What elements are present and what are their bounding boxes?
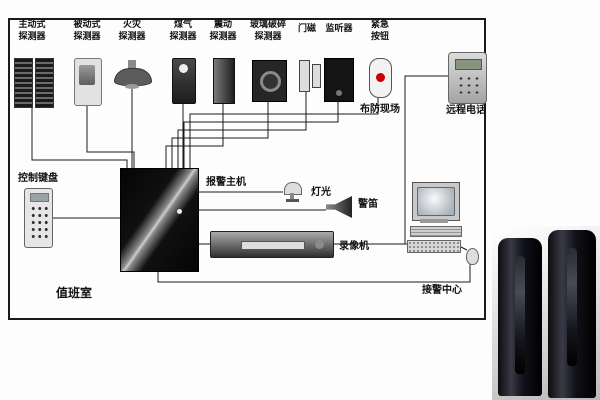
listener-icon [324, 58, 354, 102]
label-emergency-button: 紧急 按钮 [370, 20, 389, 42]
glass-break-detector-icon [252, 60, 287, 102]
computer-keyboard [407, 240, 461, 253]
door-magnet-icon [299, 60, 310, 92]
label-remote-phone: 远程电话 [446, 105, 486, 116]
keypad-screen [30, 193, 49, 202]
vibration-detector-icon [213, 58, 235, 104]
light-base [286, 199, 299, 202]
active-detector-icon [14, 58, 33, 108]
phone-keypad [455, 73, 480, 98]
host-led [177, 209, 182, 214]
label-vibration-detector: 震动 探测器 [209, 20, 237, 42]
label-alarm-host: 报警主机 [206, 177, 246, 188]
light-neck [290, 193, 294, 199]
fire-detector-icon [128, 60, 136, 69]
alarm-host-icon [120, 168, 199, 272]
computer-unit [410, 226, 462, 237]
label-door-magnet: 门磁 [297, 24, 316, 34]
beam-lens [567, 248, 577, 366]
monitor-stand [420, 219, 448, 223]
alarm-center-monitor-icon [412, 182, 460, 221]
control-keypad-icon [24, 188, 53, 248]
door-magnet-icon [312, 64, 321, 88]
beam-detector-tower [548, 230, 596, 398]
vcr-knob [315, 240, 324, 249]
duty-room-boundary [8, 18, 486, 320]
label-active-detector: 主动式 探测器 [18, 20, 46, 42]
label-control-keypad: 控制键盘 [18, 173, 58, 184]
phone-screen [455, 59, 482, 70]
remote-phone-icon [448, 52, 487, 104]
label-passive-detector: 被动式 探测器 [73, 20, 101, 42]
beam-lens [515, 256, 525, 374]
beam-detector-photo [492, 226, 600, 400]
computer-mouse-icon [466, 248, 479, 265]
keypad-keys [29, 204, 48, 242]
vcr-icon [210, 231, 334, 258]
fire-detector-base [125, 84, 139, 89]
listener-mic-dot [336, 90, 342, 96]
label-alarm-center: 接警中心 [422, 285, 462, 296]
gas-detector-icon [172, 58, 196, 104]
gas-detector-led [179, 64, 188, 73]
label-gas-detector: 煤气 探测器 [169, 20, 197, 42]
emergency-red-button [376, 73, 385, 82]
pir-window [79, 65, 95, 85]
emergency-button-icon [369, 58, 392, 98]
glass-break-ring [260, 71, 281, 92]
label-light: 灯光 [311, 187, 331, 198]
passive-detector-icon [74, 58, 102, 106]
label-glass-break-detector: 玻璃破碎 探测器 [249, 20, 286, 42]
label-armed-site: 布防现场 [360, 104, 400, 115]
active-detector-icon [35, 58, 54, 108]
vcr-slot [241, 241, 305, 250]
beam-detector-tower [498, 238, 542, 396]
label-listener: 监听器 [325, 24, 353, 34]
label-vcr: 录像机 [339, 241, 369, 252]
label-duty-room: 值班室 [55, 286, 92, 300]
label-siren: 警笛 [358, 199, 378, 210]
monitor-screen [417, 187, 455, 216]
label-fire-detector: 火灾 探测器 [118, 20, 146, 42]
